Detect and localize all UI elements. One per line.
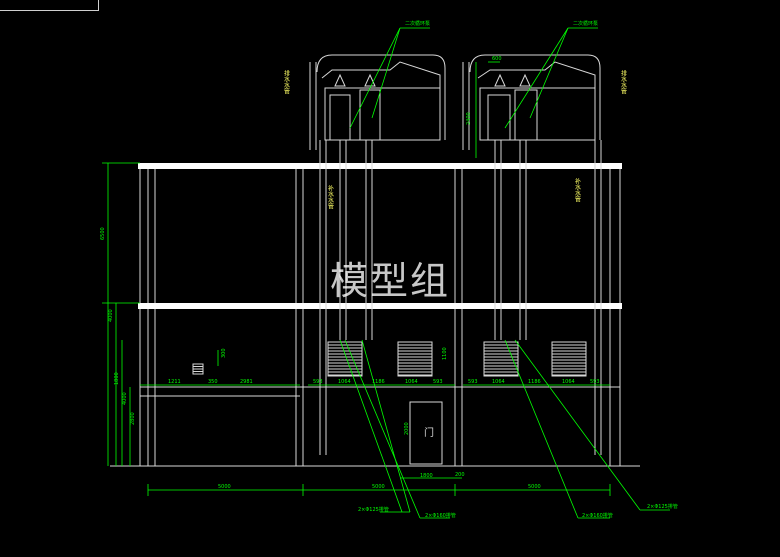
dim-row-9: 593 [468,379,478,385]
dim-door-width: 200 [455,472,465,478]
note-tower-right: 二次循环泵 [573,20,598,27]
label-pipe-mid: 补水水管 [327,184,334,210]
dim-row-1: 1211 [168,379,181,385]
dim-left-1: 6500 [100,227,106,240]
dim-bottom-3: 5000 [528,484,541,490]
cooling-tower-left [309,54,446,150]
dim-row-8: 593 [433,379,443,385]
cooling-tower-right [462,54,601,150]
dim-row-3: 2981 [240,379,253,385]
dim-row-13: 593 [590,379,600,385]
dim-left-4: 4000 [122,392,128,405]
callout-3: 2×Φ160排管 [582,512,613,519]
dim-top-right-1: 600 [492,56,502,62]
dim-row-12: 1064 [562,379,575,385]
dim-row-5: 1064 [338,379,351,385]
dim-small-1: 300 [221,348,227,358]
dim-bottom-2: 5000 [372,484,385,490]
label-pipe-right-mid: 补水水管 [574,177,581,203]
viewport-frame [0,0,99,11]
building-structure [139,167,621,467]
slab-middle [138,303,622,309]
label-pipe-left: 排水水管 [283,69,290,95]
dim-top-right-2: 2400 [466,112,472,125]
dim-left-3: 1800 [114,372,120,385]
label-pipe-right: 排水水管 [620,69,627,95]
dimension-lines [102,61,611,496]
dim-row-11: 1186 [528,379,541,385]
dim-row-2: 350 [208,379,218,385]
dim-row-7: 1064 [405,379,418,385]
dim-small-3: 1800 [420,473,433,479]
pipe-labels: 排水水管 排水水管 补水水管 补水水管 [283,69,627,210]
dim-bottom-1: 5000 [218,484,231,490]
dim-left-2: 4000 [108,309,114,322]
door-label: 门 [424,426,434,439]
dim-small-2: 1100 [442,347,448,360]
dim-small-4: 2000 [404,422,410,435]
slab-top [138,163,622,169]
dim-row-4: 593 [313,379,323,385]
callout-2: 2×Φ160排管 [425,512,456,519]
watermark: 模型组 [330,259,451,303]
louvers [192,341,587,377]
callout-1: 2×Φ125排管 [358,506,389,513]
dim-left-5: 2800 [130,412,136,425]
leader-lines [339,27,670,519]
risers [319,140,602,455]
callout-4: 2×Φ125排管 [647,503,678,510]
note-tower-left: 二次循环泵 [405,20,430,27]
dim-row-10: 1064 [492,379,505,385]
dim-row-6: 1186 [372,379,385,385]
door [409,401,443,465]
